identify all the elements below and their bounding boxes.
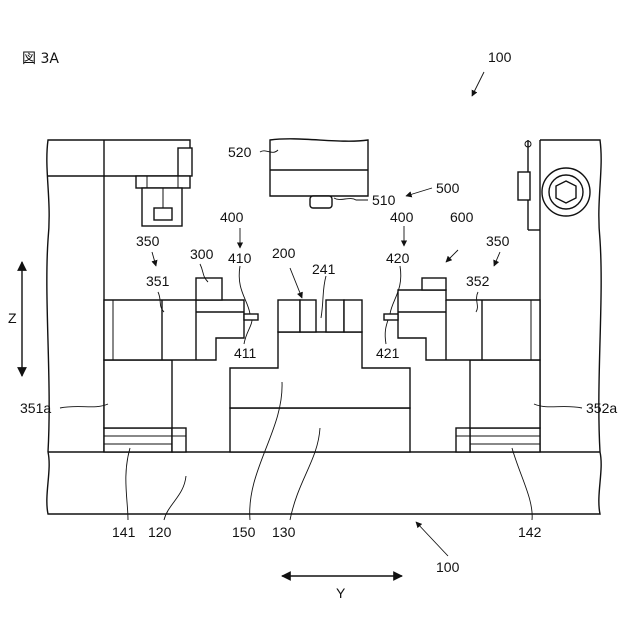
label-100-bottom: 100	[436, 559, 460, 575]
label-500: 500	[436, 180, 460, 196]
right-actuator-352	[384, 278, 540, 360]
label-150: 150	[232, 524, 256, 540]
label-300: 300	[190, 246, 214, 262]
label-400-right: 400	[390, 209, 414, 225]
hex-bolt	[542, 168, 590, 216]
label-352: 352	[466, 273, 490, 289]
label-520: 520	[228, 144, 252, 160]
label-351a: 351a	[20, 400, 51, 416]
right-slider-352a	[470, 360, 540, 428]
left-slider-351a	[104, 360, 172, 428]
press-tool-500	[270, 139, 368, 208]
label-420: 420	[386, 250, 410, 266]
left-rail-141	[104, 428, 186, 452]
label-400-left: 400	[220, 209, 244, 225]
label-142: 142	[518, 524, 542, 540]
label-120: 120	[148, 524, 172, 540]
axis-y-label: Y	[336, 585, 346, 601]
label-141: 141	[112, 524, 136, 540]
label-510: 510	[372, 192, 396, 208]
base-plate	[47, 452, 601, 514]
right-rail-142	[456, 428, 540, 452]
label-600: 600	[450, 209, 474, 225]
label-241: 241	[312, 261, 336, 277]
left-bolt	[136, 176, 190, 226]
axis-z-label: Z	[8, 310, 17, 326]
workpiece-200	[278, 300, 362, 332]
label-411: 411	[234, 345, 257, 361]
label-130: 130	[272, 524, 296, 540]
label-352a: 352a	[586, 400, 617, 416]
label-200: 200	[272, 245, 296, 261]
label-351: 351	[146, 273, 170, 289]
label-350-left: 350	[136, 233, 160, 249]
label-350-right: 350	[486, 233, 510, 249]
label-421: 421	[376, 345, 400, 361]
label-100-top: 100	[488, 49, 512, 65]
label-410: 410	[228, 250, 252, 266]
